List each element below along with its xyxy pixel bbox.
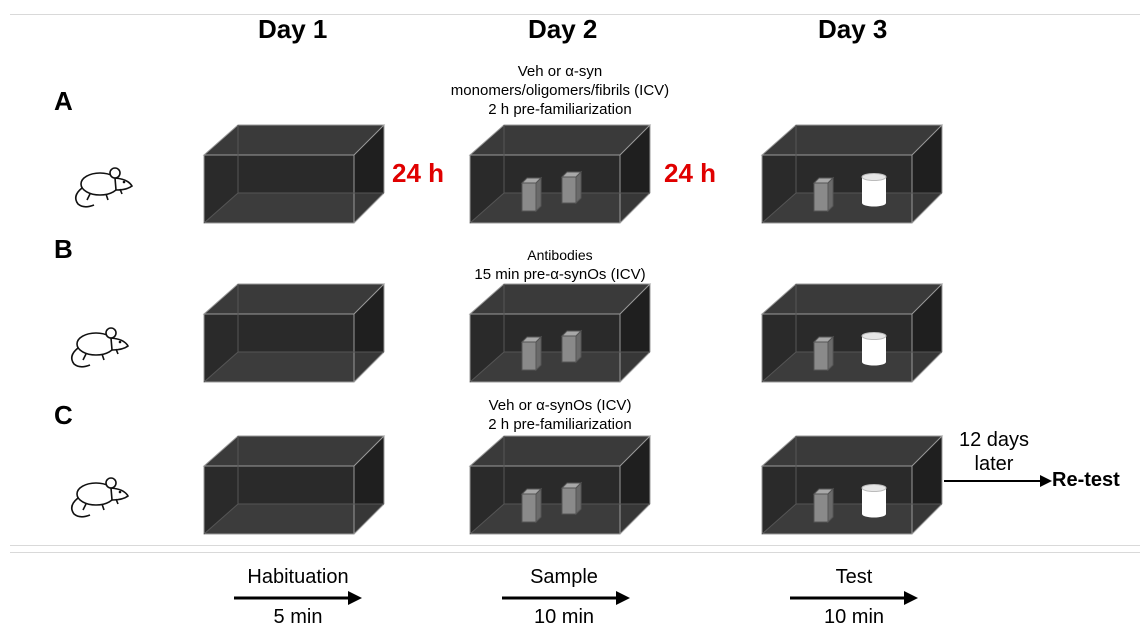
frame-divider bbox=[10, 545, 1140, 546]
day-3-header: Day 3 bbox=[818, 14, 888, 44]
cylinder-object bbox=[861, 173, 887, 207]
arena-two-cubes bbox=[468, 283, 652, 383]
cube-object bbox=[560, 329, 583, 364]
arena-empty bbox=[202, 283, 386, 383]
cube-object bbox=[560, 170, 583, 205]
frame-top-line bbox=[10, 14, 1140, 15]
row-a-treatment-line-1: Veh or α-syn bbox=[517, 63, 603, 80]
frame-divider-lower bbox=[10, 552, 1140, 553]
mouse-icon bbox=[74, 167, 134, 208]
retest-label: Re-test bbox=[1052, 469, 1120, 491]
arena-empty bbox=[202, 435, 386, 535]
cube-object bbox=[812, 335, 835, 372]
mouse-icon bbox=[70, 327, 130, 368]
cube-object bbox=[520, 487, 543, 524]
row-a-label: A bbox=[54, 86, 73, 116]
phase-habituation-duration: 5 min bbox=[273, 606, 323, 628]
row-a-treatment: Veh or α-syn monomers/oligomers/fibrils … bbox=[430, 62, 690, 119]
day-1-header: Day 1 bbox=[258, 14, 328, 44]
phase-test-arrow bbox=[790, 591, 918, 605]
cylinder-object bbox=[861, 484, 887, 518]
row-c-label: C bbox=[54, 400, 73, 430]
phase-test-name: Test bbox=[835, 566, 873, 588]
cube-object bbox=[520, 335, 543, 372]
phase-sample-name: Sample bbox=[530, 566, 598, 588]
phase-habituation-arrow bbox=[234, 591, 362, 605]
phase-test-duration: 10 min bbox=[823, 606, 885, 628]
retest-delay: 12 days later bbox=[944, 428, 1044, 476]
arena-cube-cylinder bbox=[760, 124, 944, 224]
row-b-treatment: Antibodies 15 min pre-α-synOs (ICV) bbox=[430, 246, 690, 284]
mouse-icon bbox=[70, 477, 130, 518]
day-2-header: Day 2 bbox=[528, 14, 598, 44]
retest-delay-line-1: 12 days bbox=[958, 429, 1030, 451]
arena-two-cubes bbox=[468, 124, 652, 224]
row-c-treatment-line-2: 2 h pre-familiarization bbox=[488, 416, 632, 433]
phase-sample-arrow bbox=[502, 591, 630, 605]
phase-sample-duration: 10 min bbox=[533, 606, 595, 628]
row-b-treatment-line-2: 15 min pre-α-synOs (ICV) bbox=[474, 266, 646, 283]
row-c-treatment: Veh or α-synOs (ICV) 2 h pre-familiariza… bbox=[430, 396, 690, 434]
cube-object bbox=[812, 487, 835, 524]
row-b-label: B bbox=[54, 234, 73, 264]
cube-object bbox=[560, 481, 583, 516]
arena-empty bbox=[202, 124, 386, 224]
row-c-treatment-line-1: Veh or α-synOs (ICV) bbox=[488, 397, 632, 414]
retest-delay-line-2: later bbox=[974, 453, 1014, 475]
arena-cube-cylinder bbox=[760, 283, 944, 383]
cylinder-object bbox=[861, 332, 887, 366]
retest-arrow bbox=[944, 475, 1052, 487]
arena-cube-cylinder bbox=[760, 435, 944, 535]
phase-habituation-name: Habituation bbox=[247, 566, 349, 588]
cube-object bbox=[520, 176, 543, 213]
interval-day2-day3: 24 h bbox=[664, 158, 717, 188]
arena-two-cubes bbox=[468, 435, 652, 535]
row-a-treatment-line-3: 2 h pre-familiarization bbox=[488, 101, 632, 118]
row-a-treatment-line-2: monomers/oligomers/fibrils (ICV) bbox=[450, 82, 670, 99]
cube-object bbox=[812, 176, 835, 213]
row-b-treatment-line-1: Antibodies bbox=[527, 247, 593, 263]
interval-day1-day2: 24 h bbox=[392, 158, 445, 188]
